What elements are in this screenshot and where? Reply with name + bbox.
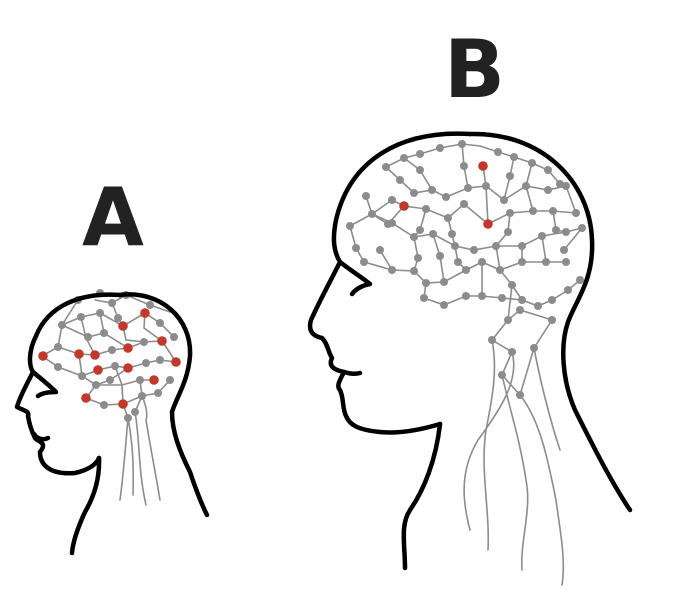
- label-a: A: [82, 171, 144, 264]
- head-a: [14, 289, 210, 556]
- head-b-outline: [307, 131, 633, 571]
- head-b-wiring: [349, 143, 583, 586]
- head-a-outline: [14, 292, 210, 556]
- head-b-neurons: [346, 140, 586, 399]
- head-b-active-neurons: [399, 161, 493, 229]
- head-a-active-neurons: [38, 308, 181, 409]
- label-b: B: [444, 23, 505, 116]
- head-b: [307, 131, 633, 586]
